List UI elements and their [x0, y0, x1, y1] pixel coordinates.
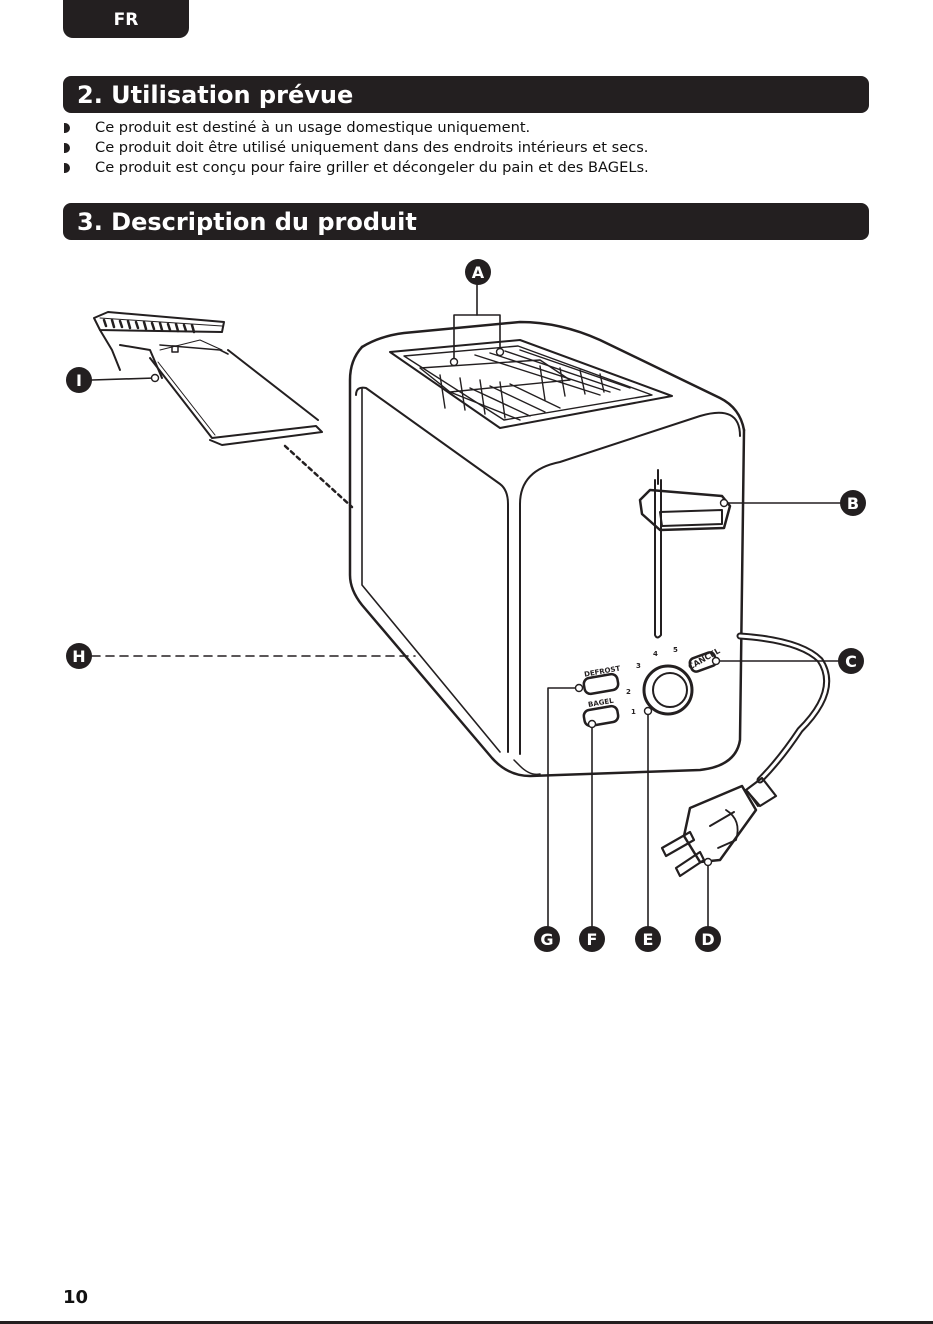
- list-item: Ce produit est conçu pour faire griller …: [63, 158, 649, 178]
- tray-insert-guide: [283, 444, 354, 509]
- callout-b: B: [840, 490, 866, 516]
- language-tab: FR: [63, 0, 189, 38]
- list-item: Ce produit doit être utilisé uniquement …: [63, 138, 649, 158]
- svg-text:A: A: [472, 263, 485, 282]
- toaster-diagram: DEFROST BAGEL CANCEL 1 2 3 4 5 A B C D E…: [66, 259, 866, 952]
- dial-mark-5: 5: [673, 646, 678, 654]
- callout-h: H: [66, 643, 92, 669]
- svg-text:H: H: [72, 647, 85, 666]
- svg-text:F: F: [587, 930, 598, 949]
- section-3-heading: 3. Description du produit: [63, 203, 869, 240]
- page-number: 10: [63, 1287, 89, 1308]
- callout-g: G: [534, 926, 560, 952]
- bullet-icon: [64, 163, 70, 173]
- callout-c: C: [838, 648, 864, 674]
- toaster-body: [348, 320, 831, 784]
- bullet-icon: [64, 123, 70, 133]
- bottom-rule: [0, 1321, 933, 1324]
- power-plug: [660, 776, 778, 878]
- crumb-tray: [93, 311, 323, 446]
- section-2-heading: 2. Utilisation prévue: [63, 76, 869, 113]
- bullet-icon: [64, 143, 70, 153]
- dial-mark-4: 4: [653, 650, 658, 658]
- callout-i: I: [66, 367, 92, 393]
- svg-text:I: I: [76, 371, 82, 390]
- svg-text:D: D: [701, 930, 714, 949]
- callout-e: E: [635, 926, 661, 952]
- callout-d: D: [695, 926, 721, 952]
- dial-mark-3: 3: [636, 662, 641, 670]
- svg-text:C: C: [845, 652, 857, 671]
- svg-text:E: E: [643, 930, 654, 949]
- leader-lines: [91, 284, 841, 927]
- callout-a: A: [465, 259, 491, 285]
- intended-use-list: Ce produit est destiné à un usage domest…: [63, 118, 649, 178]
- callout-f: F: [579, 926, 605, 952]
- svg-text:B: B: [847, 494, 859, 513]
- dial-mark-2: 2: [626, 688, 631, 696]
- dial-mark-1: 1: [631, 708, 636, 716]
- svg-text:G: G: [540, 930, 553, 949]
- list-item: Ce produit est destiné à un usage domest…: [63, 118, 649, 138]
